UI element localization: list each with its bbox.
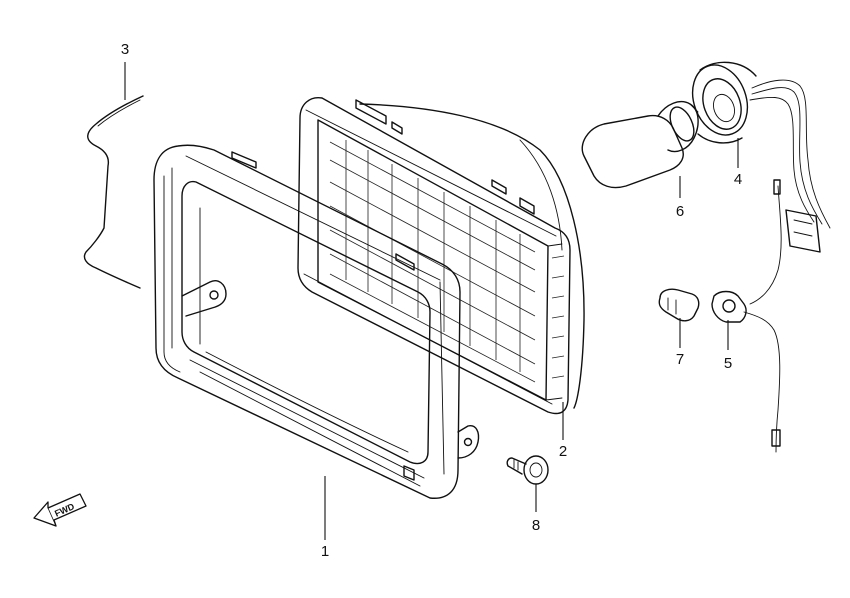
part-2-headlight-unit	[297, 97, 585, 415]
part-7-position-bulb	[658, 288, 700, 322]
callout-5: 5	[724, 355, 732, 372]
leader-lines	[124, 62, 739, 540]
part-6-headlight-bulb	[581, 100, 699, 189]
callout-4: 4	[734, 171, 742, 188]
part-5-position-socket	[711, 290, 781, 453]
callout-8: 8	[532, 517, 540, 534]
callout-7: 7	[676, 351, 684, 368]
part-4-socket-harness	[691, 61, 831, 305]
fwd-arrow-icon: FWD	[33, 493, 87, 527]
callout-6: 6	[676, 203, 684, 220]
callout-1: 1	[321, 543, 329, 560]
part-1-headlight-rim	[153, 144, 480, 499]
part-3-spring-wire	[83, 95, 144, 289]
callout-3: 3	[121, 41, 129, 58]
callout-2: 2	[559, 443, 567, 460]
part-8-screw	[506, 455, 549, 485]
